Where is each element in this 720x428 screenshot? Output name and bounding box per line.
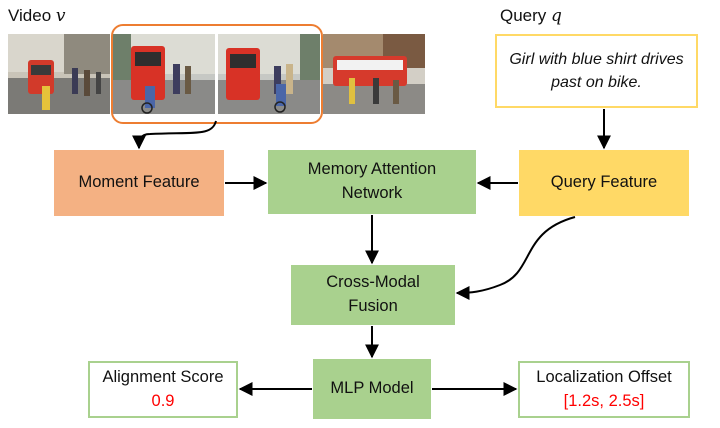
alignment-score-label: Alignment Score bbox=[102, 367, 224, 386]
query-text: Girl with blue shirt drives past on bike… bbox=[509, 50, 684, 91]
mlp-model-node: MLP Model bbox=[313, 359, 431, 419]
memory-attention-label: Memory Attention Network bbox=[307, 160, 437, 202]
query-label-text: Query bbox=[500, 6, 547, 25]
query-text-box: Girl with blue shirt drives past on bike… bbox=[495, 34, 698, 108]
moment-feature-node: Moment Feature bbox=[54, 150, 224, 216]
video-symbol: v bbox=[55, 6, 66, 26]
localization-offset-node: Localization Offset [1.2s, 2.5s] bbox=[518, 361, 690, 418]
alignment-score-node: Alignment Score 0.9 bbox=[88, 361, 238, 418]
video-label-text: Video bbox=[8, 6, 52, 25]
cross-modal-fusion-label: Cross-Modal Fusion bbox=[326, 273, 420, 315]
moment-highlight-bracket bbox=[111, 24, 323, 124]
video-frame-1 bbox=[8, 34, 110, 114]
query-feature-label: Query Feature bbox=[550, 173, 658, 192]
video-frame-4 bbox=[323, 34, 425, 114]
moment-feature-label: Moment Feature bbox=[78, 173, 200, 192]
mlp-model-label: MLP Model bbox=[330, 379, 414, 398]
video-frame-3 bbox=[218, 34, 320, 114]
arrow-query-to-fusion bbox=[455, 216, 576, 300]
cross-modal-fusion-node: Cross-Modal Fusion bbox=[291, 265, 455, 325]
query-label: Query q bbox=[500, 6, 562, 26]
query-symbol: q bbox=[551, 6, 562, 26]
query-feature-node: Query Feature bbox=[519, 150, 689, 216]
localization-offset-label: Localization Offset bbox=[536, 367, 672, 386]
alignment-score-value: 0.9 bbox=[151, 391, 175, 410]
video-frame-2 bbox=[113, 34, 215, 114]
arrow-bracket-to-moment bbox=[132, 120, 217, 150]
localization-offset-value: [1.2s, 2.5s] bbox=[563, 391, 645, 410]
video-label: Video v bbox=[8, 6, 66, 26]
memory-attention-node: Memory Attention Network bbox=[268, 150, 476, 214]
